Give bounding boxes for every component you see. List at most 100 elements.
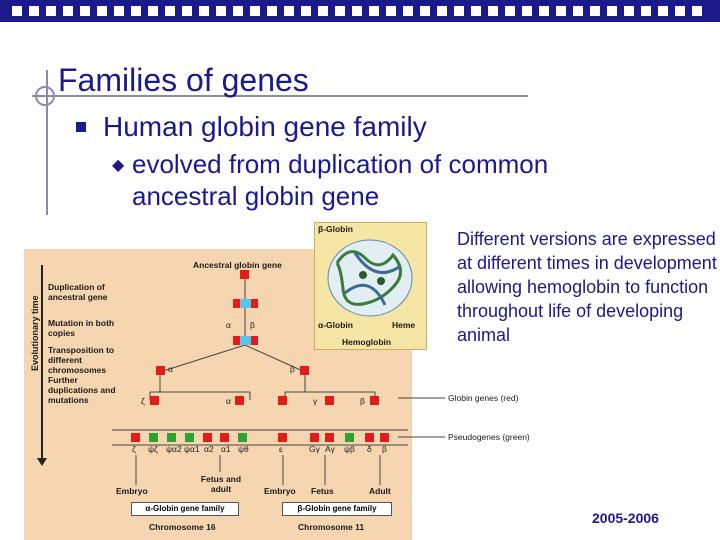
bar-square (301, 6, 311, 16)
alpha-globin-label: α-Globin (318, 320, 353, 330)
bar-square (488, 6, 498, 16)
hemoglobin-icon (327, 239, 413, 317)
duplicated-gene (233, 299, 240, 308)
alpha-ancestor-gene (156, 366, 165, 375)
stage-adult: Adult (369, 486, 391, 496)
bar-square (573, 6, 583, 16)
bar-square (63, 6, 73, 16)
beta-chrom-label: β (290, 364, 295, 374)
mutated-gene-alpha (233, 336, 240, 345)
bar-square (505, 6, 515, 16)
hemoglobin-label: Hemoglobin (342, 337, 392, 347)
bar-square (471, 6, 481, 16)
gene-label-psi-zeta: ψζ (148, 444, 158, 454)
beta-globin-label: β-Globin (318, 224, 353, 234)
bar-square (403, 6, 413, 16)
legend-globin: Globin genes (red) (448, 393, 519, 403)
gene-alpha2 (203, 433, 212, 442)
title-underline (32, 95, 528, 97)
bar-square (250, 6, 260, 16)
bar-square (658, 6, 668, 16)
gene-label-g-gamma: Gγ (309, 444, 320, 454)
gene-alpha1 (220, 433, 229, 442)
gene-label-a-gamma: Aγ (325, 444, 335, 454)
stage-embryo-alpha: Embryo (116, 486, 148, 496)
bar-square (267, 6, 277, 16)
bar-square (454, 6, 464, 16)
bar-square (522, 6, 532, 16)
bar-square (590, 6, 600, 16)
duplicated-gene (240, 299, 251, 308)
bar-square (352, 6, 362, 16)
gene-label-psi-a1: ψα1 (184, 444, 200, 454)
bar-square (437, 6, 447, 16)
chromosome-16-label: Chromosome 16 (149, 522, 216, 532)
slide-title: Families of genes (58, 62, 309, 98)
mutated-gene-beta (251, 336, 258, 345)
epsilon-ancestor-gene (278, 396, 287, 405)
chromosome-11-label: Chromosome 11 (298, 522, 365, 532)
step-further: Further duplications and mutations (48, 375, 116, 405)
gene-label-zeta: ζ (132, 444, 136, 454)
legend-pseudo: Pseudogenes (green) (448, 432, 530, 442)
step-mutation: Mutation in both copies (48, 318, 115, 338)
gene-zeta (131, 433, 140, 442)
bar-square (386, 6, 396, 16)
gene-g-gamma (310, 433, 319, 442)
beta-family-box: β-Globin gene family (282, 502, 392, 516)
stage-embryo-beta: Embryo (264, 486, 296, 496)
heme-label: Heme (392, 320, 416, 330)
stage-fetus-adult: Fetus and adult (200, 474, 242, 494)
bar-square (233, 6, 243, 16)
beta-label-2: β (360, 396, 365, 406)
hemoglobin-protein-inset (314, 222, 427, 350)
diamond-bullet-icon: ◆ (112, 157, 125, 174)
bar-square (607, 6, 617, 16)
bar-square (641, 6, 651, 16)
bullet-text-2: evolved from duplication of common ances… (132, 149, 549, 211)
beta-label: β (250, 320, 255, 330)
bar-square (556, 6, 566, 16)
bar-square (46, 6, 56, 16)
pseudogene (345, 433, 354, 442)
gene-label-delta: δ (367, 444, 372, 454)
zeta-label: ζ (141, 396, 145, 406)
side-note: Different versions are expressed at diff… (457, 229, 717, 345)
bar-square (216, 6, 226, 16)
bar-square (131, 6, 141, 16)
duplicated-gene (251, 299, 258, 308)
gene-beta (380, 433, 389, 442)
pseudogene (238, 433, 247, 442)
title-bar (0, 0, 720, 22)
gene-label-psi-beta: ψβ (344, 444, 355, 454)
bar-square (420, 6, 430, 16)
alpha-chrom-label: α (168, 364, 173, 374)
gene-a-gamma (325, 433, 334, 442)
ancestral-gene (240, 270, 249, 279)
bar-square (369, 6, 379, 16)
gamma-ancestor-gene (325, 396, 334, 405)
bar-square (335, 6, 345, 16)
beta-ancestor-gene (300, 366, 309, 375)
bar-square (97, 6, 107, 16)
gene-label-a2: α2 (204, 444, 214, 454)
beta-gene (370, 396, 379, 405)
gene-epsilon (278, 433, 287, 442)
bar-square (29, 6, 39, 16)
bar-square (318, 6, 328, 16)
mutated-gene-link (240, 336, 251, 345)
pseudogene (167, 433, 176, 442)
alpha-family-box: α-Globin gene family (131, 502, 239, 516)
ancestral-gene-label: Ancestral globin gene (193, 260, 282, 270)
stage-fetus: Fetus (311, 486, 334, 496)
pseudogene (149, 433, 158, 442)
crosshair-icon (35, 86, 55, 106)
bar-square (12, 6, 22, 16)
bar-square (114, 6, 124, 16)
year-label: 2005-2006 (592, 510, 659, 526)
bar-square (199, 6, 209, 16)
zeta-ancestor-gene (150, 396, 159, 405)
gene-label-psi-a2: ψα2 (166, 444, 182, 454)
bar-square (692, 6, 702, 16)
